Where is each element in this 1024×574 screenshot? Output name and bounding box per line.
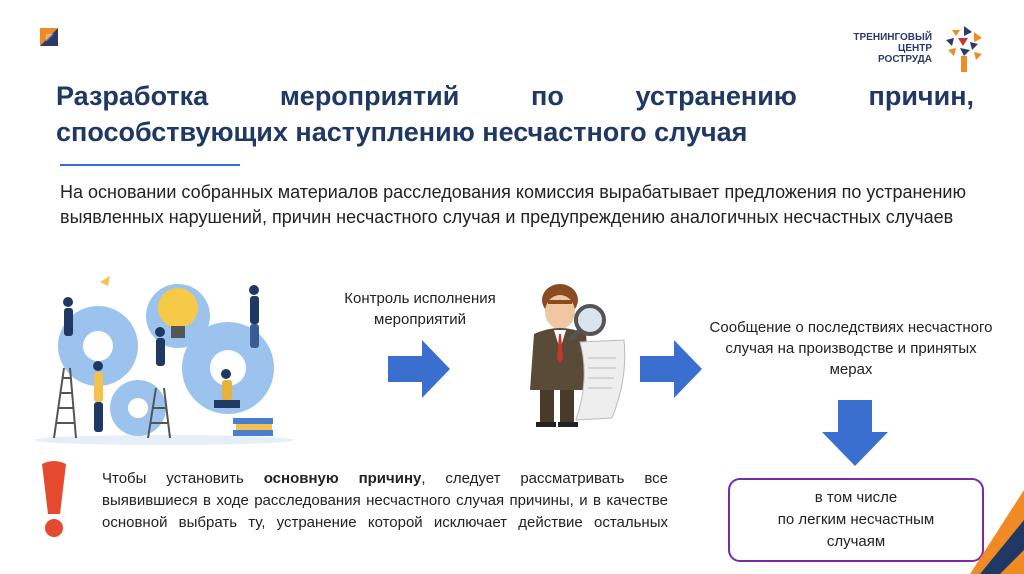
brand-name: ТРЕНИНГОВЫЙ ЦЕНТР РОСТРУДА — [852, 32, 932, 65]
inspector-with-magnifier-illustration — [530, 284, 626, 427]
page-title: Разработка мероприятий по устранению при… — [56, 78, 974, 150]
note-text-2: , следует рассматривать все выявившиеся … — [102, 470, 668, 531]
brand-line-3: РОСТРУДА — [878, 54, 932, 65]
callout-line-2: по легким несчастным — [777, 511, 935, 528]
corner-decoration — [970, 490, 1024, 574]
callout-line-1: в том числе — [814, 489, 898, 506]
brand-line-2: ЦЕНТР — [898, 43, 932, 54]
brand-mark-icon — [946, 26, 982, 72]
title-word: устранению — [635, 81, 797, 111]
brand-corner-icon — [40, 28, 58, 46]
title-word: Разработка — [56, 81, 209, 111]
root-cause-note: Чтобы установить основную причину, следу… — [102, 468, 668, 534]
title-word: мероприятий — [279, 81, 460, 111]
arrow-right-icon — [388, 340, 450, 398]
arrow-right-icon — [640, 340, 702, 398]
minor-accidents-callout: в том числе по легким несчастным случаям — [728, 478, 984, 562]
brand-line-1: ТРЕНИНГОВЫЙ — [853, 32, 932, 43]
title-line-1: Разработка мероприятий по устранению при… — [56, 78, 974, 114]
report-label: Сообщение о последствиях несчастного слу… — [709, 319, 993, 378]
control-label: Контроль исполнения мероприятий — [344, 290, 496, 328]
arrow-down-icon — [822, 400, 888, 466]
note-emphasis: основную причину — [263, 470, 422, 487]
intro-text: На основании собранных материалов рассле… — [60, 182, 966, 227]
title-line-2: способствующих наступлению несчастного с… — [56, 117, 748, 147]
teamwork-gears-illustration — [34, 276, 294, 445]
title-word: причин, — [868, 81, 974, 111]
title-divider — [60, 164, 240, 166]
note-text-1: Чтобы установить — [102, 470, 264, 487]
exclamation-icon — [42, 461, 66, 537]
callout-line-3: случаям — [826, 533, 886, 550]
title-word: по — [531, 81, 564, 111]
brand-logo: ТРЕНИНГОВЫЙ ЦЕНТР РОСТРУДА — [852, 26, 1002, 76]
